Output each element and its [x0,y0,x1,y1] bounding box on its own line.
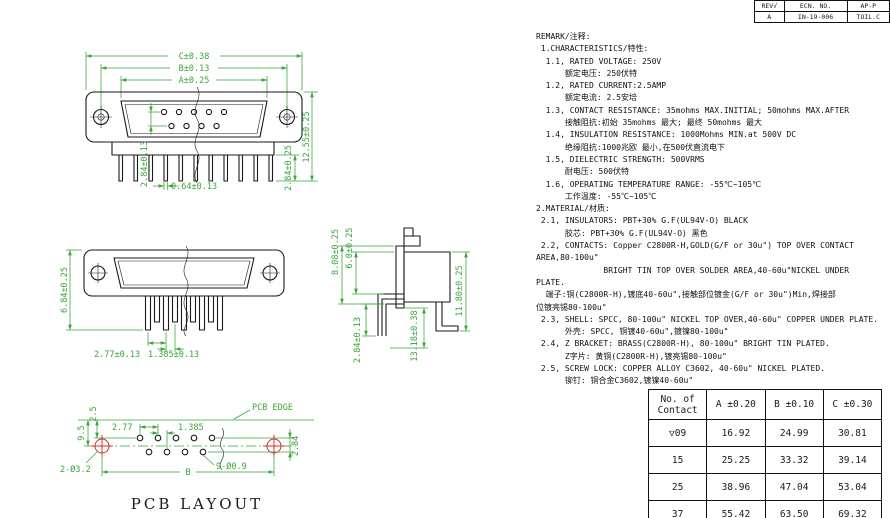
side-view: 8.08±0.25 6.0±0.25 11.80±0.25 13.18±0.38… [331,227,470,363]
dim-label-row-pitch: 2.84±0.13 [140,141,150,187]
dim-label-span-b: B [185,468,190,478]
dim-label-side-pin: 2.84±0.13 [353,317,363,363]
approved-header: AP-P [846,0,890,12]
dim-label-d2: 6.0±0.25 [345,228,355,269]
dim-a-cell: 38.96 [706,473,766,501]
dim-c-cell: 30.81 [822,419,883,447]
table-row: 15 25.25 33.32 39.14 [647,446,883,474]
dim-label-tail-length: 2.84±0.25 [284,145,294,191]
dim-label-depth: 13.18±0.38 [410,310,420,361]
table-row: ▽09 16.92 24.99 30.81 [647,419,883,447]
pcb-layout: PCB EDGE [60,403,314,513]
revision-row: A IN-19-006 TOIL.C [754,11,890,23]
rev-value: A [754,11,785,23]
dim-c-cell: 39.14 [822,446,883,474]
solder-tails [144,295,224,331]
solder-tails [118,154,274,182]
bent-pins [377,293,404,336]
contacts-header: No. of Contact [647,389,708,420]
dim-label-overall-height: 12.55±0.25 [302,111,312,162]
mount-hole-left [90,106,112,128]
dim-label-row-spacing: 2.84 [291,436,301,456]
dim-c-cell: 53.04 [822,473,883,501]
dim-label-a: A±0.25 [179,76,210,86]
contacts-cell: 15 [647,446,708,474]
dim-label-edge-to-row: 2.5 [89,406,99,421]
remarks-text: REMARK/注释: 1.CHARACTERISTICS/特性: 1.1, RA… [536,32,878,386]
mount-hole-right [260,263,280,283]
table-row: 37 55.42 63.50 69.32 [647,500,883,518]
dim-label-pin-width: 0.64±0.13 [171,182,217,192]
mount-hole-left [88,263,108,283]
contacts-cell: ▽09 [647,419,708,447]
break-line [194,86,200,184]
break-line [183,245,189,337]
dim-b-cell: 63.50 [764,500,824,518]
dim-label-pin-hole: 9-Ø0.9 [216,461,247,472]
dim-c-cell: 69.32 [822,500,883,518]
dim-label-d1: 8.08±0.25 [331,229,341,275]
revision-header-row: REV√ ECN. NO. AP-P [754,0,890,12]
dim-label-pcb-offset: 1.385 [178,423,204,433]
dim-b-cell: 33.32 [764,446,824,474]
mount-hole-right [276,106,298,128]
dim-label-mount-hole: 2-Ø3.2 [60,464,91,475]
dim-a-cell: 25.25 [706,446,766,474]
dim-a-cell: 16.92 [706,419,766,447]
contact-pins [160,108,228,130]
dim-label-offset: 1.385±0.13 [148,350,199,360]
contact-dimension-table: No. of Contact A ±0.20 B ±0.10 C ±0.30 ▽… [647,389,883,518]
dim-a-header: A ±0.20 [706,389,766,420]
approved-value: TOIL.C [846,11,890,23]
dim-label-edge-to-center: 9.5 [77,425,87,440]
mount-hole-left [91,435,113,457]
dim-b-header: B ±0.10 [764,389,824,420]
revision-table: REV√ ECN. NO. AP-P A IN-19-006 TOIL.C [754,0,890,23]
contacts-cell: 25 [647,473,708,501]
pcb-edge-label: PCB EDGE [252,403,293,413]
z-bracket [435,302,459,332]
table-row: 25 38.96 47.04 53.04 [647,473,883,501]
dim-label-side-height: 11.80±0.25 [455,265,465,316]
dim-label-b: B±0.13 [179,64,210,74]
rev-header: REV√ [754,0,785,12]
contact-table-header-row: No. of Contact A ±0.20 B ±0.10 C ±0.30 [647,389,883,420]
contacts-cell: 37 [647,500,708,518]
dim-label-pitch: 2.77±0.13 [94,350,140,360]
break-line [220,427,224,471]
mount-hole-right [263,435,285,457]
dim-b-cell: 47.04 [764,473,824,501]
front-view: C±0.38 B±0.13 A±0.25 [85,52,318,192]
dim-b-cell: 24.99 [764,419,824,447]
rear-view: 6.84±0.25 2.77±0.13 1.385±0.13 [60,245,285,360]
dim-a-cell: 55.42 [706,500,766,518]
pcb-layout-title: PCB LAYOUT [131,495,263,513]
dim-label-pcb-pitch: 2.77 [112,423,132,433]
ecn-no-value: IN-19-006 [783,11,848,23]
dim-c-header: C ±0.30 [822,389,883,420]
dim-label-rear-height: 6.84±0.25 [60,267,70,313]
ecn-no-header: ECN. NO. [783,0,848,12]
dim-label-c: C±0.38 [179,52,210,62]
technical-drawings: C±0.38 B±0.13 A±0.25 [60,52,470,513]
pin-holes [136,434,216,456]
